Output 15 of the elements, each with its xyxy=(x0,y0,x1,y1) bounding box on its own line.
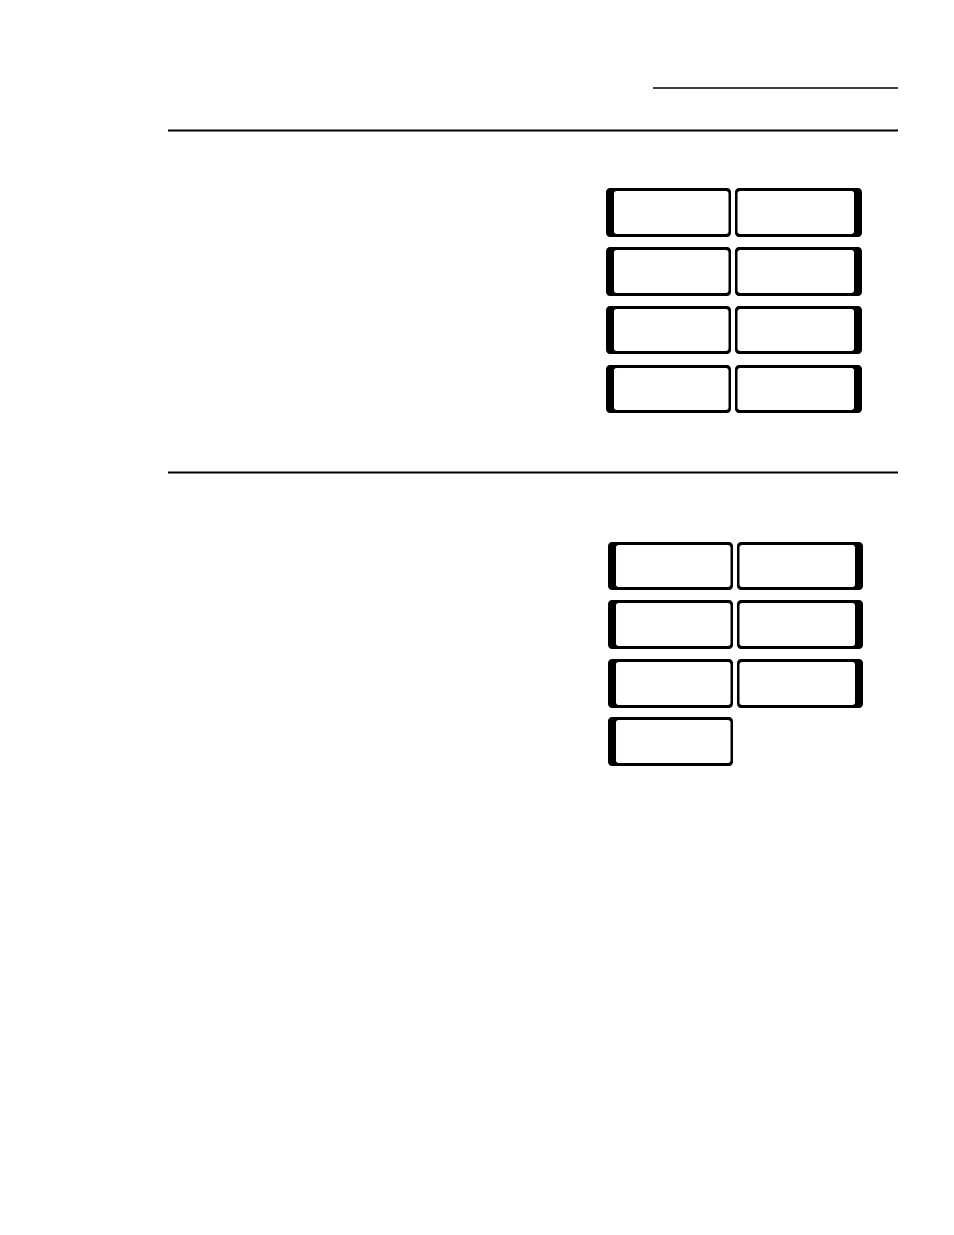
keypad-button xyxy=(608,542,733,590)
keypad-button xyxy=(606,306,731,354)
keypad-button xyxy=(606,247,731,296)
keypad-button xyxy=(608,600,733,649)
keypad-button xyxy=(735,306,862,354)
keypad-button xyxy=(606,188,731,237)
keypad-button xyxy=(737,600,863,649)
keypad-button xyxy=(737,659,863,708)
keypad-button xyxy=(735,365,862,413)
keypad-button xyxy=(735,188,862,237)
keypad-button xyxy=(606,365,731,413)
keypad-button xyxy=(608,659,733,708)
keypad-button xyxy=(608,717,733,766)
keypad-button xyxy=(735,247,862,296)
keypad-button xyxy=(737,542,863,590)
